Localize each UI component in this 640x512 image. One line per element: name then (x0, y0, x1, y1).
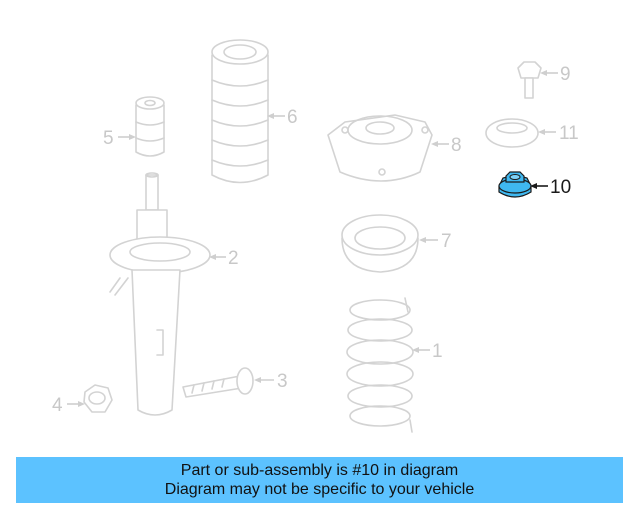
callout-4: 4 (52, 395, 85, 416)
part-4-nut (83, 384, 113, 413)
part-1-coil-spring (346, 297, 414, 433)
callout-5: 5 (103, 128, 136, 149)
svg-text:11: 11 (559, 123, 579, 144)
part-9-bolt (517, 61, 542, 99)
info-banner: Part or sub-assembly is #10 in diagram D… (16, 457, 623, 503)
svg-text:5: 5 (103, 128, 114, 149)
svg-text:3: 3 (277, 371, 288, 392)
callout-3: 3 (254, 371, 288, 392)
callout-10: 10 (530, 177, 571, 198)
part-11-cap (485, 118, 539, 148)
part-3-bolt (182, 367, 254, 398)
banner-line-part: Part or sub-assembly is #10 in diagram (180, 462, 459, 479)
part-10-nut-highlighted (498, 171, 532, 198)
svg-text:9: 9 (560, 64, 571, 85)
banner-line-disclaimer: Diagram may not be specific to your vehi… (164, 481, 475, 498)
callout-7: 7 (419, 231, 452, 252)
callout-6: 6 (267, 107, 298, 128)
callout-2: 2 (209, 248, 239, 269)
svg-text:8: 8 (451, 135, 462, 156)
svg-text:7: 7 (441, 231, 452, 252)
part-5-bump-stop (135, 96, 165, 157)
callout-11: 11 (538, 123, 579, 144)
part-8-strut-mount (327, 114, 433, 182)
svg-text:6: 6 (287, 107, 298, 128)
callout-8: 8 (431, 135, 462, 156)
part-2-strut (109, 172, 211, 416)
svg-text:4: 4 (52, 395, 63, 416)
svg-text:2: 2 (228, 248, 239, 269)
part-7-spring-seat (341, 214, 419, 273)
svg-text:1: 1 (432, 341, 443, 362)
part-6-dust-boot (211, 39, 269, 184)
svg-text:10: 10 (550, 177, 571, 198)
parts-diagram: 1 2 3 4 5 6 7 8 9 10 (52, 39, 579, 433)
callout-9: 9 (540, 64, 571, 85)
callout-1: 1 (412, 341, 443, 362)
